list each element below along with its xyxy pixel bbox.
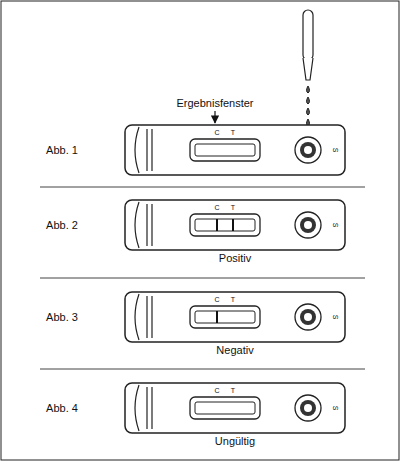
result-lines <box>217 219 233 323</box>
line-mark: C <box>214 129 219 136</box>
test-cassette <box>125 292 345 342</box>
pointer-label: Ergebnisfenster <box>176 98 253 109</box>
line-mark: C <box>214 387 219 394</box>
figure-label: Abb. 4 <box>46 403 78 414</box>
figure-label: Abb. 2 <box>46 220 78 231</box>
line-mark: T <box>231 296 235 303</box>
pointer-arrow <box>214 111 215 123</box>
separator-lines <box>40 187 365 369</box>
result-label: Positiv <box>219 253 251 264</box>
well-mark: S <box>332 148 339 153</box>
well-mark: S <box>332 315 339 320</box>
line-mark: T <box>231 129 235 136</box>
test-cassette <box>125 200 345 250</box>
test-cassette <box>125 125 345 175</box>
result-label: Ungültig <box>215 436 255 447</box>
dropper <box>303 10 313 126</box>
line-mark: T <box>231 387 235 394</box>
line-mark: T <box>231 204 235 211</box>
result-label: Negativ <box>216 345 253 356</box>
figure-label: Abb. 1 <box>46 145 78 156</box>
line-mark: C <box>214 296 219 303</box>
test-cassette <box>125 383 345 433</box>
well-mark: S <box>332 406 339 411</box>
well-mark: S <box>332 223 339 228</box>
figure-label: Abb. 3 <box>46 312 78 323</box>
line-mark: C <box>214 204 219 211</box>
